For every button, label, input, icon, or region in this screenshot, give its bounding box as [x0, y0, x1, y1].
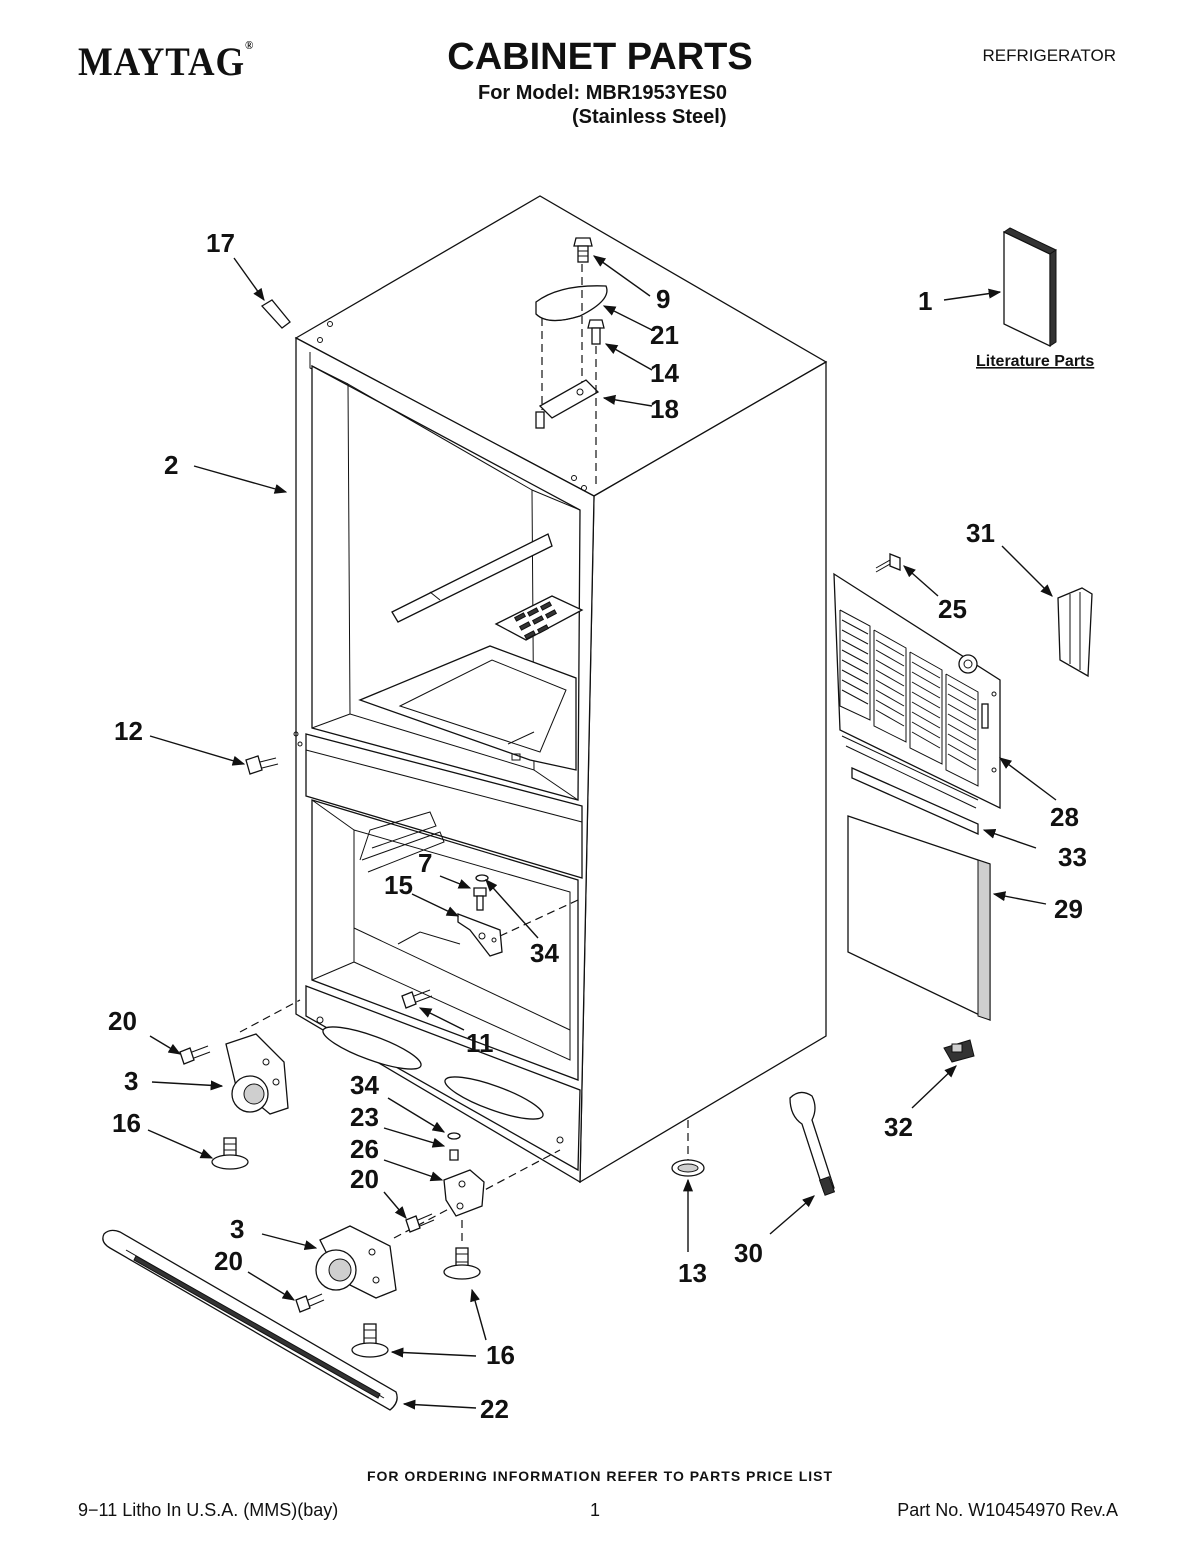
litho-note: 9−11 Litho In U.S.A. (MMS)(bay)	[78, 1500, 339, 1520]
center-bracket-assembly	[457, 874, 579, 957]
callout-25: 25	[938, 594, 967, 624]
callout-3-lower: 3	[230, 1214, 244, 1244]
callout-7: 7	[418, 848, 432, 878]
page-number: 1	[590, 1500, 601, 1520]
variant-line: (Stainless Steel)	[572, 106, 727, 128]
front-panel	[847, 815, 991, 1022]
leveling-wrench	[789, 1091, 836, 1196]
literature-parts-label: Literature Parts	[976, 353, 1094, 370]
page-title: CABINET PARTS	[447, 36, 753, 78]
callout-2: 2	[164, 450, 178, 480]
center-leveling-bracket	[405, 1132, 485, 1280]
callout-31: 31	[966, 518, 995, 548]
callout-34-upper: 34	[530, 938, 559, 968]
ordering-note: FOR ORDERING INFORMATION REFER TO PARTS …	[366, 1468, 834, 1484]
hinge-screw-2	[587, 319, 605, 345]
callout-20-lower: 20	[214, 1246, 243, 1276]
leader-lines	[147, 255, 1057, 1410]
callout-numbers: 17 9 21 14 18 1 Literature Parts 2 12 31…	[108, 228, 1094, 1424]
category-label: REFRIGERATOR	[982, 46, 1117, 65]
callout-17: 17	[206, 228, 235, 258]
hinge-screw	[573, 237, 593, 263]
callout-28: 28	[1050, 802, 1079, 832]
top-hinge-assembly	[535, 237, 608, 486]
callout-30: 30	[734, 1238, 763, 1268]
brand-logo: MAYTAG®	[78, 38, 255, 84]
callout-11: 11	[466, 1028, 494, 1058]
literature-booklet	[1002, 227, 1058, 348]
small-clip	[943, 1039, 975, 1063]
roller-assembly-left	[179, 999, 301, 1170]
grille-screw	[875, 553, 901, 573]
front-panel-edge	[977, 859, 991, 1021]
callout-20-upper: 20	[108, 1006, 137, 1036]
part-number: Part No. W10454970 Rev.A	[897, 1500, 1118, 1520]
mullion-screw	[245, 731, 303, 775]
callout-33: 33	[1058, 842, 1087, 872]
callout-16-upper: 16	[112, 1108, 141, 1138]
callout-18: 18	[650, 394, 679, 424]
callout-15: 15	[384, 870, 413, 900]
toe-grille-assembly	[833, 572, 1001, 810]
callout-3-upper: 3	[124, 1066, 138, 1096]
callout-22: 22	[480, 1394, 509, 1424]
model-line: For Model: MBR1953YES0	[478, 82, 727, 104]
callout-13: 13	[678, 1258, 707, 1288]
callout-14: 14	[650, 358, 679, 388]
foot-pad	[671, 1120, 705, 1177]
callout-23: 23	[350, 1102, 379, 1132]
callout-26: 26	[350, 1134, 379, 1164]
callout-20-middle: 20	[350, 1164, 379, 1194]
callout-34-lower: 34	[350, 1070, 379, 1100]
callout-1: 1	[918, 286, 932, 316]
toe-grille	[102, 1229, 398, 1411]
callout-16-lower: 16	[486, 1340, 515, 1370]
cabinet-body	[294, 195, 828, 1184]
callout-9: 9	[656, 284, 670, 314]
callout-12: 12	[114, 716, 143, 746]
callout-21: 21	[650, 320, 679, 350]
tube-clip	[260, 299, 291, 329]
side-clip	[1057, 587, 1093, 678]
grille-gasket	[851, 766, 979, 836]
callout-29: 29	[1054, 894, 1083, 924]
lower-screw	[401, 989, 433, 1009]
callout-32: 32	[884, 1112, 913, 1142]
roller-assembly-right	[295, 1149, 561, 1358]
